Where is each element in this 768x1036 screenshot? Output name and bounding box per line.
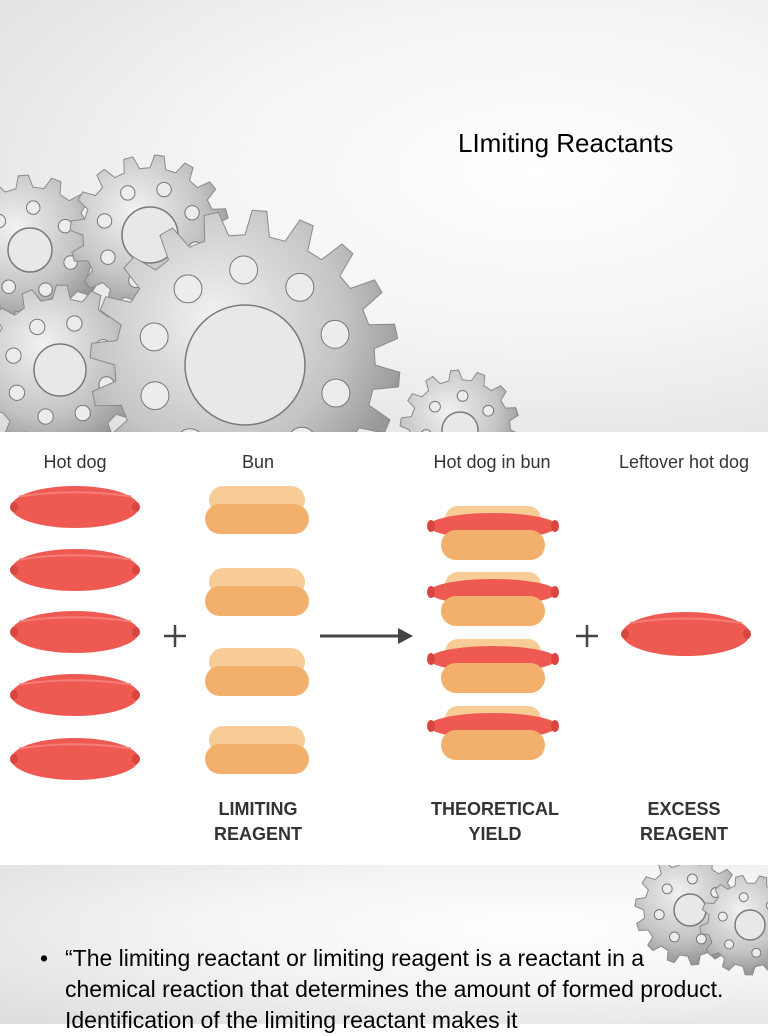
bun-column <box>205 486 309 774</box>
bun-icon <box>205 568 309 616</box>
bun-icon <box>205 648 309 696</box>
diagram-art <box>10 486 751 780</box>
hot-dog-icon <box>10 738 140 780</box>
label-hot-dog-in-bun: Hot dog in bun <box>433 452 551 472</box>
gear-icon <box>0 174 106 326</box>
gears-decoration <box>0 154 519 432</box>
leftover-column <box>621 612 751 656</box>
label-bun: Bun <box>241 452 275 472</box>
plus-sign-2 <box>576 625 598 647</box>
reaction-arrow <box>320 628 413 644</box>
hot-dog-in-bun-icon <box>427 706 559 760</box>
bullet-text: “The limiting reactant or limiting reage… <box>65 945 724 1033</box>
label-hot-dog: Hot dog <box>43 452 107 472</box>
bullet-marker: • <box>40 945 49 971</box>
bun-icon <box>205 486 309 534</box>
hot-dog-in-bun-icon <box>427 506 559 560</box>
limiting-reagent-label: LIMITING REAGENT <box>213 799 303 844</box>
hot-dog-in-bun-column <box>427 506 559 760</box>
limiting-reagent-diagram: Hot dog Bun Hot dog in bun Leftover hot … <box>0 432 768 865</box>
hot-dog-icon <box>10 611 140 653</box>
theoretical-yield-label: THEORETICAL YIELD <box>431 799 559 844</box>
gears-decoration-small <box>634 865 768 976</box>
slide-top: LImiting Reactants <box>0 0 768 432</box>
hot-dog-in-bun-icon <box>427 639 559 693</box>
slide-bottom <box>0 865 768 1024</box>
gear-icon <box>89 209 401 432</box>
hot-dog-icon <box>10 486 140 528</box>
hot-dog-icon <box>10 674 140 716</box>
hot-dog-icon <box>621 612 751 656</box>
gear-icon <box>399 369 519 432</box>
gear-icon <box>699 874 768 976</box>
hot-dog-in-bun-icon <box>427 572 559 626</box>
bun-icon <box>205 726 309 774</box>
excess-reagent-label: EXCESS REAGENT <box>639 799 729 844</box>
hot-dog-icon <box>10 549 140 591</box>
plus-sign-1 <box>164 625 186 647</box>
hot-dog-column <box>10 486 140 780</box>
slide-title: LImiting Reactants <box>458 128 674 158</box>
label-leftover-hot-dog: Leftover hot dog <box>618 452 750 472</box>
